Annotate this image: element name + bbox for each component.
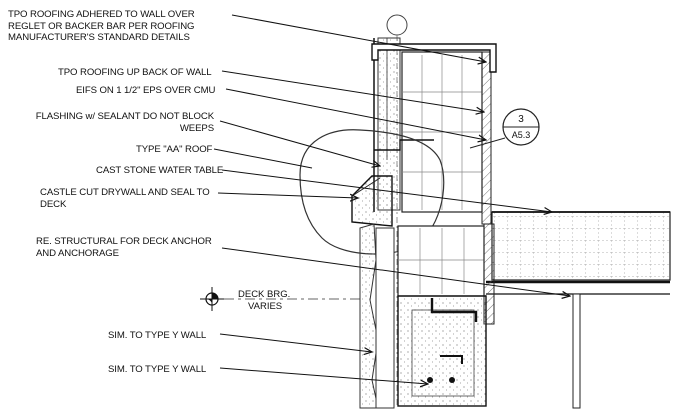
bond-beam — [397, 295, 487, 407]
leader-lines — [213, 14, 570, 384]
callout-water-table: CAST STONE WATER TABLE — [96, 165, 223, 177]
leader-type-y-1 — [219, 333, 372, 352]
leader-tpo-back — [221, 70, 484, 112]
rebar — [427, 377, 433, 383]
callout-castle-cut: CASTLE CUT DRYWALL AND SEAL TO DECK — [40, 187, 210, 210]
elevation-label: DECK BRG. — [238, 289, 290, 300]
section-number: 3 — [518, 114, 524, 125]
callout-line: CASTLE CUT DRYWALL AND SEAL TO — [40, 187, 210, 198]
callout-eifs: EIFS ON 1 1/2" EPS OVER CMU — [76, 85, 215, 97]
coping-cap — [371, 43, 497, 73]
elevation-marker: DECK BRG. VARIES — [200, 287, 360, 312]
deck-anchor — [430, 298, 478, 322]
callout-line: RE. STRUCTURAL FOR DECK ANCHOR — [36, 236, 212, 247]
callout-flashing: FLASHING w/ SEALANT DO NOT BLOCK WEEPS — [22, 111, 214, 134]
callout-line: CAST STONE WATER TABLE — [96, 165, 224, 176]
grid-line-bubble — [386, 14, 408, 36]
elevation-value: VARIES — [248, 301, 282, 312]
callout-type-y-wall-1: SIM. TO TYPE Y WALL — [108, 330, 206, 342]
callout-line: TPO ROOFING ADHERED TO WALL OVER — [8, 9, 195, 20]
cast-stone-water-table — [351, 175, 393, 227]
callout-line: AND ANCHORAGE — [36, 247, 119, 259]
callout-line: WEEPS — [179, 122, 214, 134]
leader-castle-cut — [217, 192, 358, 198]
callout-line: TYPE "AA" ROOF — [136, 144, 213, 155]
callout-roof-type: TYPE "AA" ROOF — [136, 144, 212, 156]
section-sheet: A5.3 — [512, 130, 531, 140]
callout-line: FLASHING w/ SEALANT DO NOT BLOCK — [35, 111, 214, 122]
leader-eifs — [225, 88, 486, 140]
enlarged-detail-cloud — [299, 129, 445, 255]
callout-line: SIM. TO TYPE Y WALL — [108, 330, 207, 341]
leader-deck-anchor — [221, 247, 570, 296]
callout-type-y-wall-2: SIM. TO TYPE Y WALL — [108, 364, 206, 376]
callout-tpo-back-of-wall: TPO ROOFING UP BACK OF WALL — [58, 67, 212, 79]
callout-line: REGLET OR BACKER BAR PER ROOFING — [8, 20, 195, 32]
rebar — [449, 377, 455, 383]
callout-deck-anchor: RE. STRUCTURAL FOR DECK ANCHOR AND ANCHO… — [36, 236, 212, 259]
roof-deck — [491, 211, 671, 281]
callout-tpo-adhered: TPO ROOFING ADHERED TO WALL OVER REGLET … — [8, 9, 195, 44]
leader-flashing — [219, 120, 380, 166]
callout-line: DECK — [40, 198, 67, 210]
leader-tpo-adhered — [231, 14, 486, 62]
leader-water-table — [221, 169, 552, 212]
callout-line: MANUFACTURER'S STANDARD DETAILS — [8, 32, 190, 44]
steel-column — [572, 293, 581, 409]
leader-roof-type — [213, 148, 313, 169]
cmu-cores — [402, 55, 482, 210]
callout-line: TPO ROOFING UP BACK OF WALL — [58, 67, 212, 78]
eifs-layer — [481, 51, 492, 225]
lower-cmu-wall — [397, 225, 485, 297]
callout-line: EIFS ON 1 1/2" EPS OVER CMU — [76, 85, 216, 96]
leader-type-y-2 — [219, 367, 428, 384]
callout-line: SIM. TO TYPE Y WALL — [108, 364, 207, 375]
